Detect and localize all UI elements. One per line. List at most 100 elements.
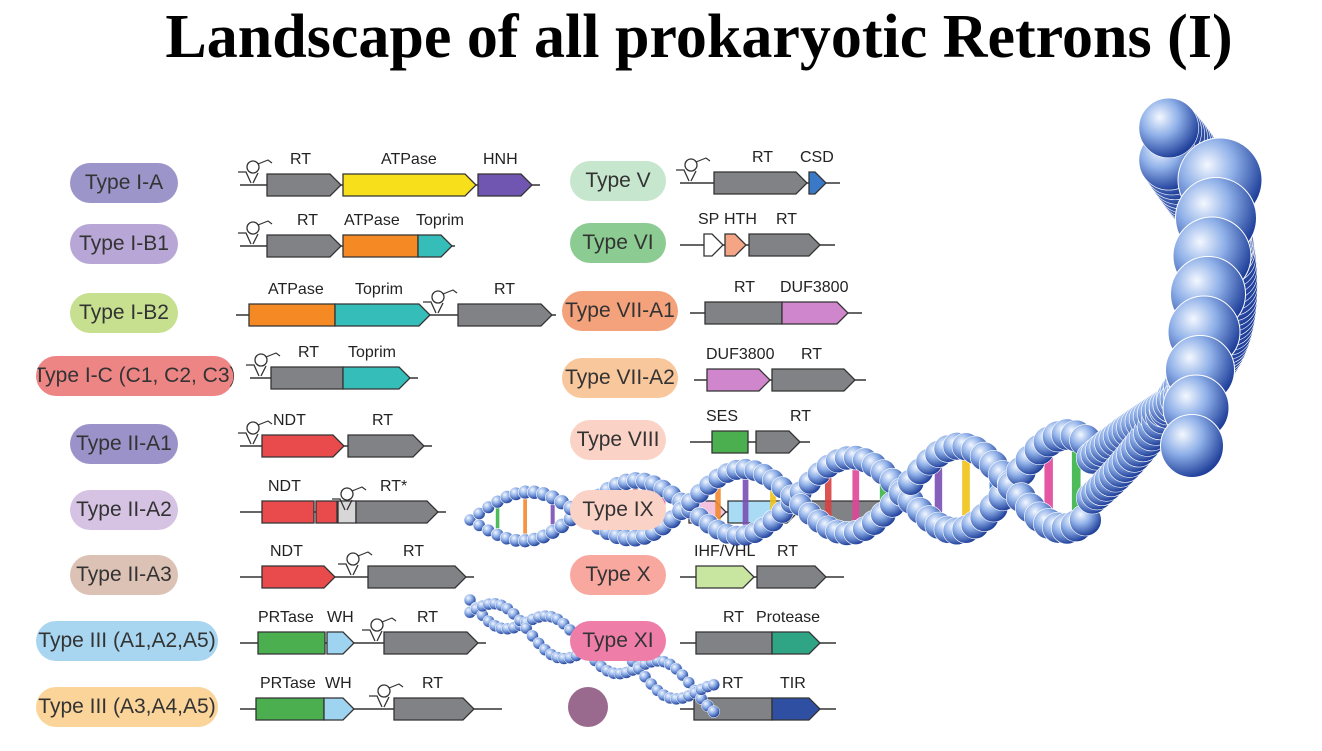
gene-arrow bbox=[337, 500, 357, 524]
gene-label: RT bbox=[422, 675, 444, 692]
retron-type-label: Type I-C (C1, C2, C3) bbox=[36, 356, 234, 396]
gene-label: Toprim bbox=[355, 281, 404, 298]
gene-arrow bbox=[724, 233, 747, 257]
gene-label: RT bbox=[722, 675, 744, 692]
retron-system-row bbox=[236, 289, 556, 327]
gene-arrow bbox=[342, 173, 477, 197]
retron-system-row bbox=[240, 617, 486, 655]
gene-arrow bbox=[704, 301, 783, 325]
gene-arrow bbox=[703, 233, 724, 257]
gene-label: HNH bbox=[483, 151, 518, 168]
retron-system-row bbox=[238, 220, 455, 258]
retron-system-row bbox=[676, 157, 840, 195]
retron-type-label: Type I-A bbox=[70, 163, 178, 203]
gene-arrow bbox=[383, 631, 479, 655]
gene-arrow bbox=[755, 430, 801, 454]
gene-arrow bbox=[706, 368, 771, 392]
gene-arrow bbox=[334, 303, 431, 327]
retron-system-row bbox=[238, 159, 540, 197]
gene-label: DUF3800 bbox=[706, 346, 775, 363]
gene-label: RT bbox=[297, 212, 319, 229]
promoter-icon bbox=[332, 486, 367, 511]
page-title: Landscape of all prokaryotic Retrons (I) bbox=[165, 3, 1233, 71]
retron-system-row bbox=[680, 565, 844, 589]
gene-label: CSD bbox=[800, 149, 834, 166]
gene-arrow bbox=[711, 430, 749, 454]
gene-label: NDT bbox=[268, 478, 301, 495]
gene-label: DUF3800 bbox=[780, 279, 849, 296]
gene-arrow bbox=[261, 500, 315, 524]
gene-arrow bbox=[342, 366, 411, 390]
gene-arrow bbox=[695, 565, 755, 589]
gene-label: SP bbox=[698, 211, 720, 228]
retron-type-label: Type II-A2 bbox=[70, 490, 178, 530]
gene-label: HTH bbox=[724, 211, 757, 228]
gene-arrow bbox=[347, 434, 425, 458]
gene-arrow bbox=[748, 233, 821, 257]
retron-type-label: Type II-A3 bbox=[70, 555, 178, 595]
retron-system-row bbox=[690, 301, 862, 325]
gene-arrow bbox=[255, 697, 325, 721]
gene-label: RT bbox=[734, 279, 756, 296]
gene-arrow bbox=[248, 303, 336, 327]
gene-arrow bbox=[367, 565, 467, 589]
gene-label: Toprim bbox=[348, 344, 397, 361]
gene-arrow bbox=[417, 234, 453, 258]
promoter-icon bbox=[246, 352, 281, 377]
gene-label: RT bbox=[777, 543, 799, 560]
gene-label: WH bbox=[327, 609, 354, 626]
retron-system-row bbox=[690, 430, 810, 454]
retron-type-label: Type I-B2 bbox=[70, 293, 178, 333]
promoter-icon bbox=[369, 683, 404, 708]
gene-label: RT bbox=[403, 543, 425, 560]
gene-label: RT bbox=[290, 151, 312, 168]
retron-type-label: Type VII-A2 bbox=[562, 358, 678, 398]
retron-type-label: Type X bbox=[570, 555, 666, 595]
retron-system-row bbox=[238, 420, 432, 458]
gene-arrow bbox=[266, 234, 342, 258]
gene-label: RT bbox=[723, 609, 745, 626]
gene-arrow bbox=[355, 500, 439, 524]
gene-arrow bbox=[695, 631, 773, 655]
gene-label: RT bbox=[372, 412, 394, 429]
gene-label: NDT bbox=[270, 543, 303, 560]
gene-arrow bbox=[781, 301, 849, 325]
retron-type-label bbox=[568, 687, 608, 727]
gene-label: TIR bbox=[780, 675, 806, 692]
promoter-icon bbox=[362, 617, 397, 642]
retron-system-row bbox=[694, 368, 866, 392]
gene-arrow bbox=[393, 697, 475, 721]
dna-helix-illustration bbox=[463, 97, 1263, 718]
gene-label: ATPase bbox=[381, 151, 437, 168]
gene-label: RT bbox=[790, 408, 812, 425]
retron-system-row bbox=[240, 683, 502, 721]
gene-label: RT bbox=[776, 211, 798, 228]
gene-arrow bbox=[771, 368, 856, 392]
gene-arrow bbox=[477, 173, 533, 197]
gene-label: NDT bbox=[273, 412, 306, 429]
promoter-icon bbox=[238, 420, 273, 445]
gene-arrow bbox=[266, 173, 342, 197]
retron-type-label: Type VIII bbox=[570, 420, 666, 460]
retron-type-label: Type I-B1 bbox=[70, 224, 178, 264]
gene-label: WH bbox=[325, 675, 352, 692]
gene-arrow bbox=[261, 434, 345, 458]
gene-arrow bbox=[257, 631, 326, 655]
gene-label: RT bbox=[801, 346, 823, 363]
promoter-icon bbox=[423, 289, 458, 314]
gene-label: IHF/VHL bbox=[694, 543, 756, 560]
retron-system-row bbox=[240, 486, 446, 524]
gene-arrow bbox=[457, 303, 553, 327]
retron-type-label: Type VI bbox=[570, 223, 666, 263]
gene-label: SES bbox=[706, 408, 739, 425]
promoter-icon bbox=[338, 551, 373, 576]
retron-system-row bbox=[680, 233, 835, 257]
gene-label: RT bbox=[494, 281, 516, 298]
gene-label: Protease bbox=[756, 609, 821, 626]
gene-label: RT* bbox=[380, 478, 408, 495]
gene-arrow bbox=[270, 366, 344, 390]
gene-arrow bbox=[323, 697, 355, 721]
gene-label: PRTase bbox=[258, 609, 314, 626]
retron-type-label: Type III (A3,A4,A5) bbox=[36, 687, 218, 727]
